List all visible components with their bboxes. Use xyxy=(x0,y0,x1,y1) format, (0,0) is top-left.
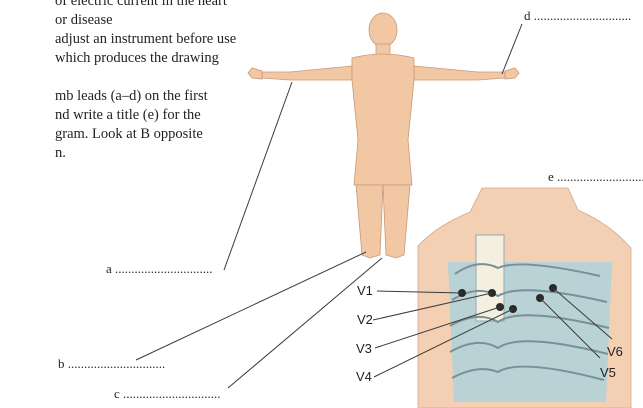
lead-v6-label: V6 xyxy=(607,344,623,359)
blank-c: c .............................. xyxy=(114,386,221,402)
blank-a: a .............................. xyxy=(106,261,213,277)
lead-v1-label: V1 xyxy=(357,283,373,298)
lead-v5-label: V5 xyxy=(600,365,616,380)
lead-v4-label: V4 xyxy=(356,369,372,384)
blank-d: d .............................. xyxy=(524,8,631,24)
lead-v2-label: V2 xyxy=(357,312,373,327)
blank-b: b .............................. xyxy=(58,356,165,372)
blank-e: e .............................. xyxy=(548,169,643,185)
lead-v3-label: V3 xyxy=(356,341,372,356)
